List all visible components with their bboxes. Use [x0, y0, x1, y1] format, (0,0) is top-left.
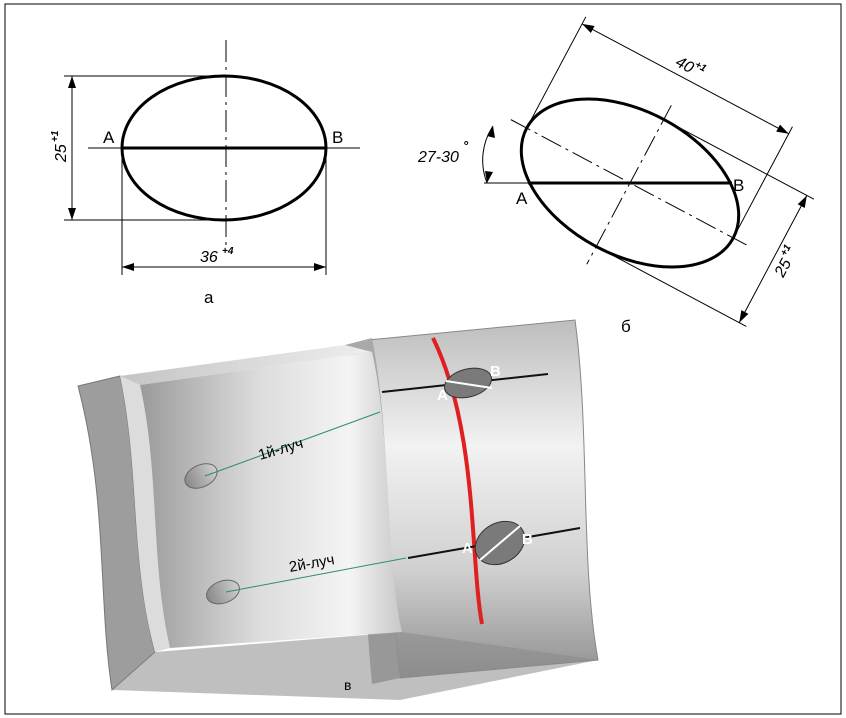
length-ext-right	[732, 126, 793, 239]
arrow-down	[68, 208, 76, 220]
beam-2	[225, 557, 407, 593]
upper-hole	[444, 367, 492, 399]
width-dim-label: 36	[200, 249, 218, 266]
length-dim-line	[581, 23, 789, 135]
upper-point-b: B	[490, 363, 501, 380]
pipe-bottom-wall	[112, 632, 598, 700]
upper-point-a: A	[437, 387, 448, 404]
length-dim-label: 40	[673, 54, 697, 77]
inner-hole-lower	[206, 579, 240, 605]
caption-a: а	[204, 288, 214, 307]
length-arrow-right	[776, 124, 789, 134]
lower-point-b: B	[522, 531, 533, 548]
minor-axis	[586, 105, 672, 265]
width-ext-bottom	[595, 246, 747, 327]
figure-a: A B 25 +1 36 +4 а	[50, 40, 360, 307]
weld-seam	[431, 337, 484, 625]
angle-arrow-bottom	[485, 171, 493, 183]
lower-hole-chord	[479, 525, 521, 561]
length-arrow-left	[582, 23, 595, 34]
angle-degree: °	[463, 138, 469, 153]
caption-b: б	[621, 317, 631, 336]
angle-arrow-top	[487, 126, 495, 138]
width-tolerance: +4	[222, 246, 234, 257]
width-tolerance-b: +1	[779, 242, 794, 258]
width-arrow-top	[797, 195, 807, 208]
pipe-inner-surface	[140, 352, 402, 648]
length-tolerance: +1	[693, 59, 709, 74]
lower-point-a: A	[462, 540, 473, 557]
height-tolerance: +1	[50, 130, 61, 142]
pipe-rim-top	[120, 345, 372, 385]
point-b-label-b: B	[733, 176, 744, 195]
figure-pipe: A B A B 1й-луч 2й-луч в	[77, 319, 599, 700]
width-arrow-bottom	[739, 310, 749, 323]
pipe-rim-face	[120, 376, 170, 652]
width-dim-label-b: 25	[771, 256, 795, 281]
drawing-border	[4, 3, 842, 715]
point-a-label: A	[103, 128, 115, 147]
height-dim-label: 25	[53, 144, 70, 163]
arrow-right	[314, 263, 326, 271]
width-ext-top	[663, 118, 815, 200]
upper-hole-chord	[445, 380, 493, 389]
caption-c: в	[344, 677, 351, 693]
beam-1	[204, 411, 381, 477]
point-b-label: B	[332, 128, 343, 147]
arrow-left	[122, 263, 134, 271]
length-ext-left	[526, 16, 587, 129]
point-a-label-b: A	[516, 189, 528, 208]
arrow-up	[68, 76, 76, 88]
width-dim-line-b	[738, 195, 808, 323]
angle-label: 27-30	[417, 149, 459, 166]
figure-b: 40 +1 25 +1 27-30 ° A B б	[417, 16, 815, 336]
inner-hole-upper	[184, 463, 218, 489]
